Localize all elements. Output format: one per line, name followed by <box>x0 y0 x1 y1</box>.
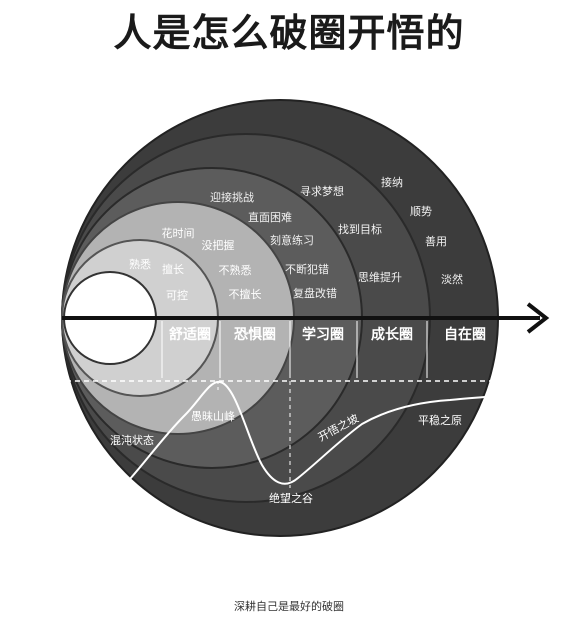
free-word: 淡然 <box>441 272 463 286</box>
comfort-word: 熟悉 <box>129 257 151 271</box>
curve-label-plateau: 平稳之原 <box>418 413 462 427</box>
zone-label-comfort: 舒适圈 <box>169 326 211 343</box>
zone-label-learning: 学习圈 <box>302 326 344 343</box>
growth-word: 找到目标 <box>338 222 382 236</box>
curve-label-chaos: 混沌状态 <box>110 433 154 447</box>
learning-word: 不断犯错 <box>285 262 329 276</box>
growth-word: 寻求梦想 <box>300 184 344 198</box>
caption: 深耕自己是最好的破圈 <box>234 600 344 613</box>
learning-word: 复盘改错 <box>293 286 337 300</box>
free-word: 善用 <box>425 234 447 248</box>
curve-label-peak: 愚昧山峰 <box>191 410 235 423</box>
fear-word: 花时间 <box>162 227 195 240</box>
fear-word: 不熟悉 <box>219 263 252 277</box>
learning-word: 刻意练习 <box>270 233 314 247</box>
curve-label-valley: 绝望之谷 <box>269 491 313 505</box>
learning-word: 直面困难 <box>248 210 292 224</box>
comfort-word: 擅长 <box>162 262 184 276</box>
zone-label-growth: 成长圈 <box>371 326 413 343</box>
zone-label-fear: 恐惧圈 <box>234 327 276 343</box>
free-word: 接纳 <box>381 176 403 189</box>
fear-word: 没把握 <box>202 238 235 252</box>
free-word: 顺势 <box>410 205 432 218</box>
page-title: 人是怎么破圈开悟的 <box>113 11 465 55</box>
growth-curve <box>117 380 496 493</box>
comfort-word: 可控 <box>166 288 188 302</box>
fear-word: 不擅长 <box>229 287 262 301</box>
growth-word: 思维提升 <box>358 271 402 284</box>
zone-label-free: 自在圈 <box>444 326 486 343</box>
arrow-head <box>526 302 550 334</box>
learning-word: 迎接挑战 <box>210 190 254 204</box>
